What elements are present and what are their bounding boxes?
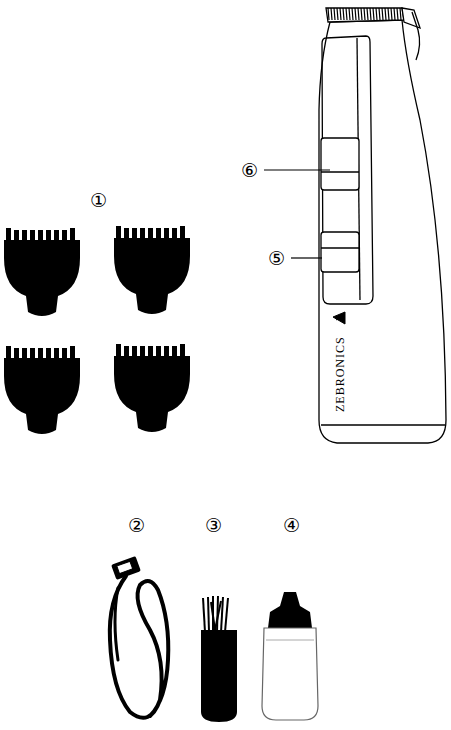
trimmer (319, 8, 446, 443)
callout-number: ④ (282, 515, 301, 536)
usb-plug (111, 556, 141, 580)
guide-combs (4, 226, 190, 434)
callout-number: ⑤ (267, 248, 286, 269)
brand-text: ZEBRONICS (334, 336, 346, 412)
leader-lines (264, 170, 330, 258)
brand-logo (333, 312, 345, 324)
usb-cable (110, 576, 168, 718)
blade-teeth (328, 8, 401, 20)
cleaning-brush (201, 596, 237, 722)
callout-number: ① (89, 190, 108, 211)
callout-number: ⑥ (240, 160, 259, 181)
callout-number: ② (127, 515, 146, 536)
callout-number: ③ (204, 515, 223, 536)
oil-bottle (262, 592, 318, 720)
